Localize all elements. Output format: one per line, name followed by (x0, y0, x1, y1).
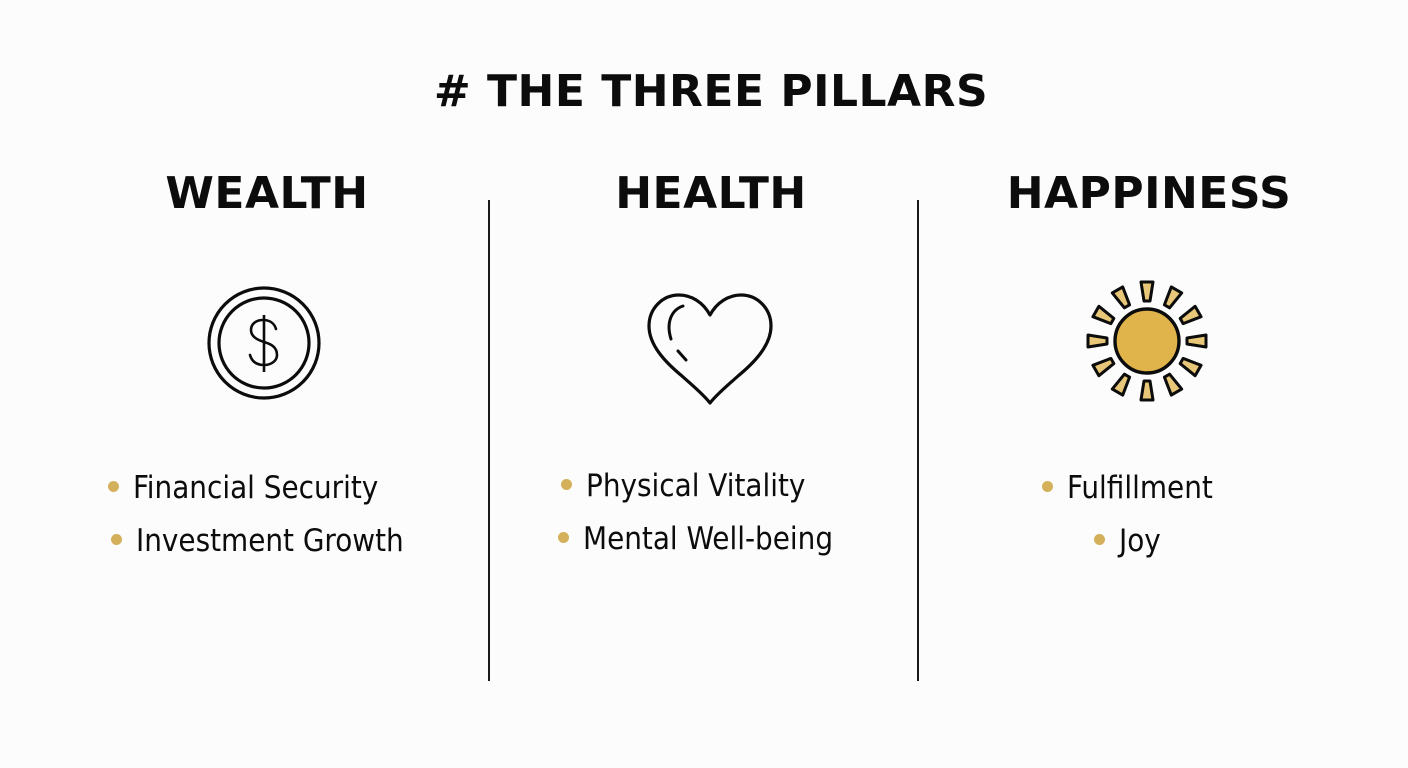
bullet-dot-icon (1094, 534, 1105, 545)
page-title: # THE THREE PILLARS (433, 66, 989, 117)
pillar-heading: HAPPINESS (1006, 168, 1292, 219)
column-divider (488, 200, 490, 681)
bullet-dot-icon (1042, 481, 1053, 492)
bullet-item: Investment Growth (111, 521, 404, 561)
dollar-coin-icon (207, 286, 321, 400)
pillar-heading: HEALTH (615, 168, 807, 219)
bullet-dot-icon (561, 479, 572, 490)
sun-icon (1086, 280, 1208, 402)
bullet-dot-icon (558, 532, 569, 543)
bullet-dot-icon (108, 481, 119, 492)
bullet-dot-icon (111, 534, 122, 545)
column-divider (917, 200, 919, 681)
bullet-item: Fulfillment (1042, 468, 1213, 508)
pillar-health: HEALTH Physical Vitality Mental Well-bei… (504, 0, 918, 768)
bullet-item: Physical Vitality (561, 466, 805, 506)
bullet-item: Mental Well-being (558, 519, 833, 559)
heart-icon (647, 293, 773, 405)
pillar-happiness: HAPPINESS Fulfillment Joy (933, 0, 1365, 768)
bullet-item: Financial Security (108, 468, 378, 508)
pillar-heading: WEALTH (165, 168, 369, 219)
pillar-wealth: WEALTH Financial Security Investment Gro… (60, 0, 474, 768)
bullet-item: Joy (1094, 521, 1161, 561)
